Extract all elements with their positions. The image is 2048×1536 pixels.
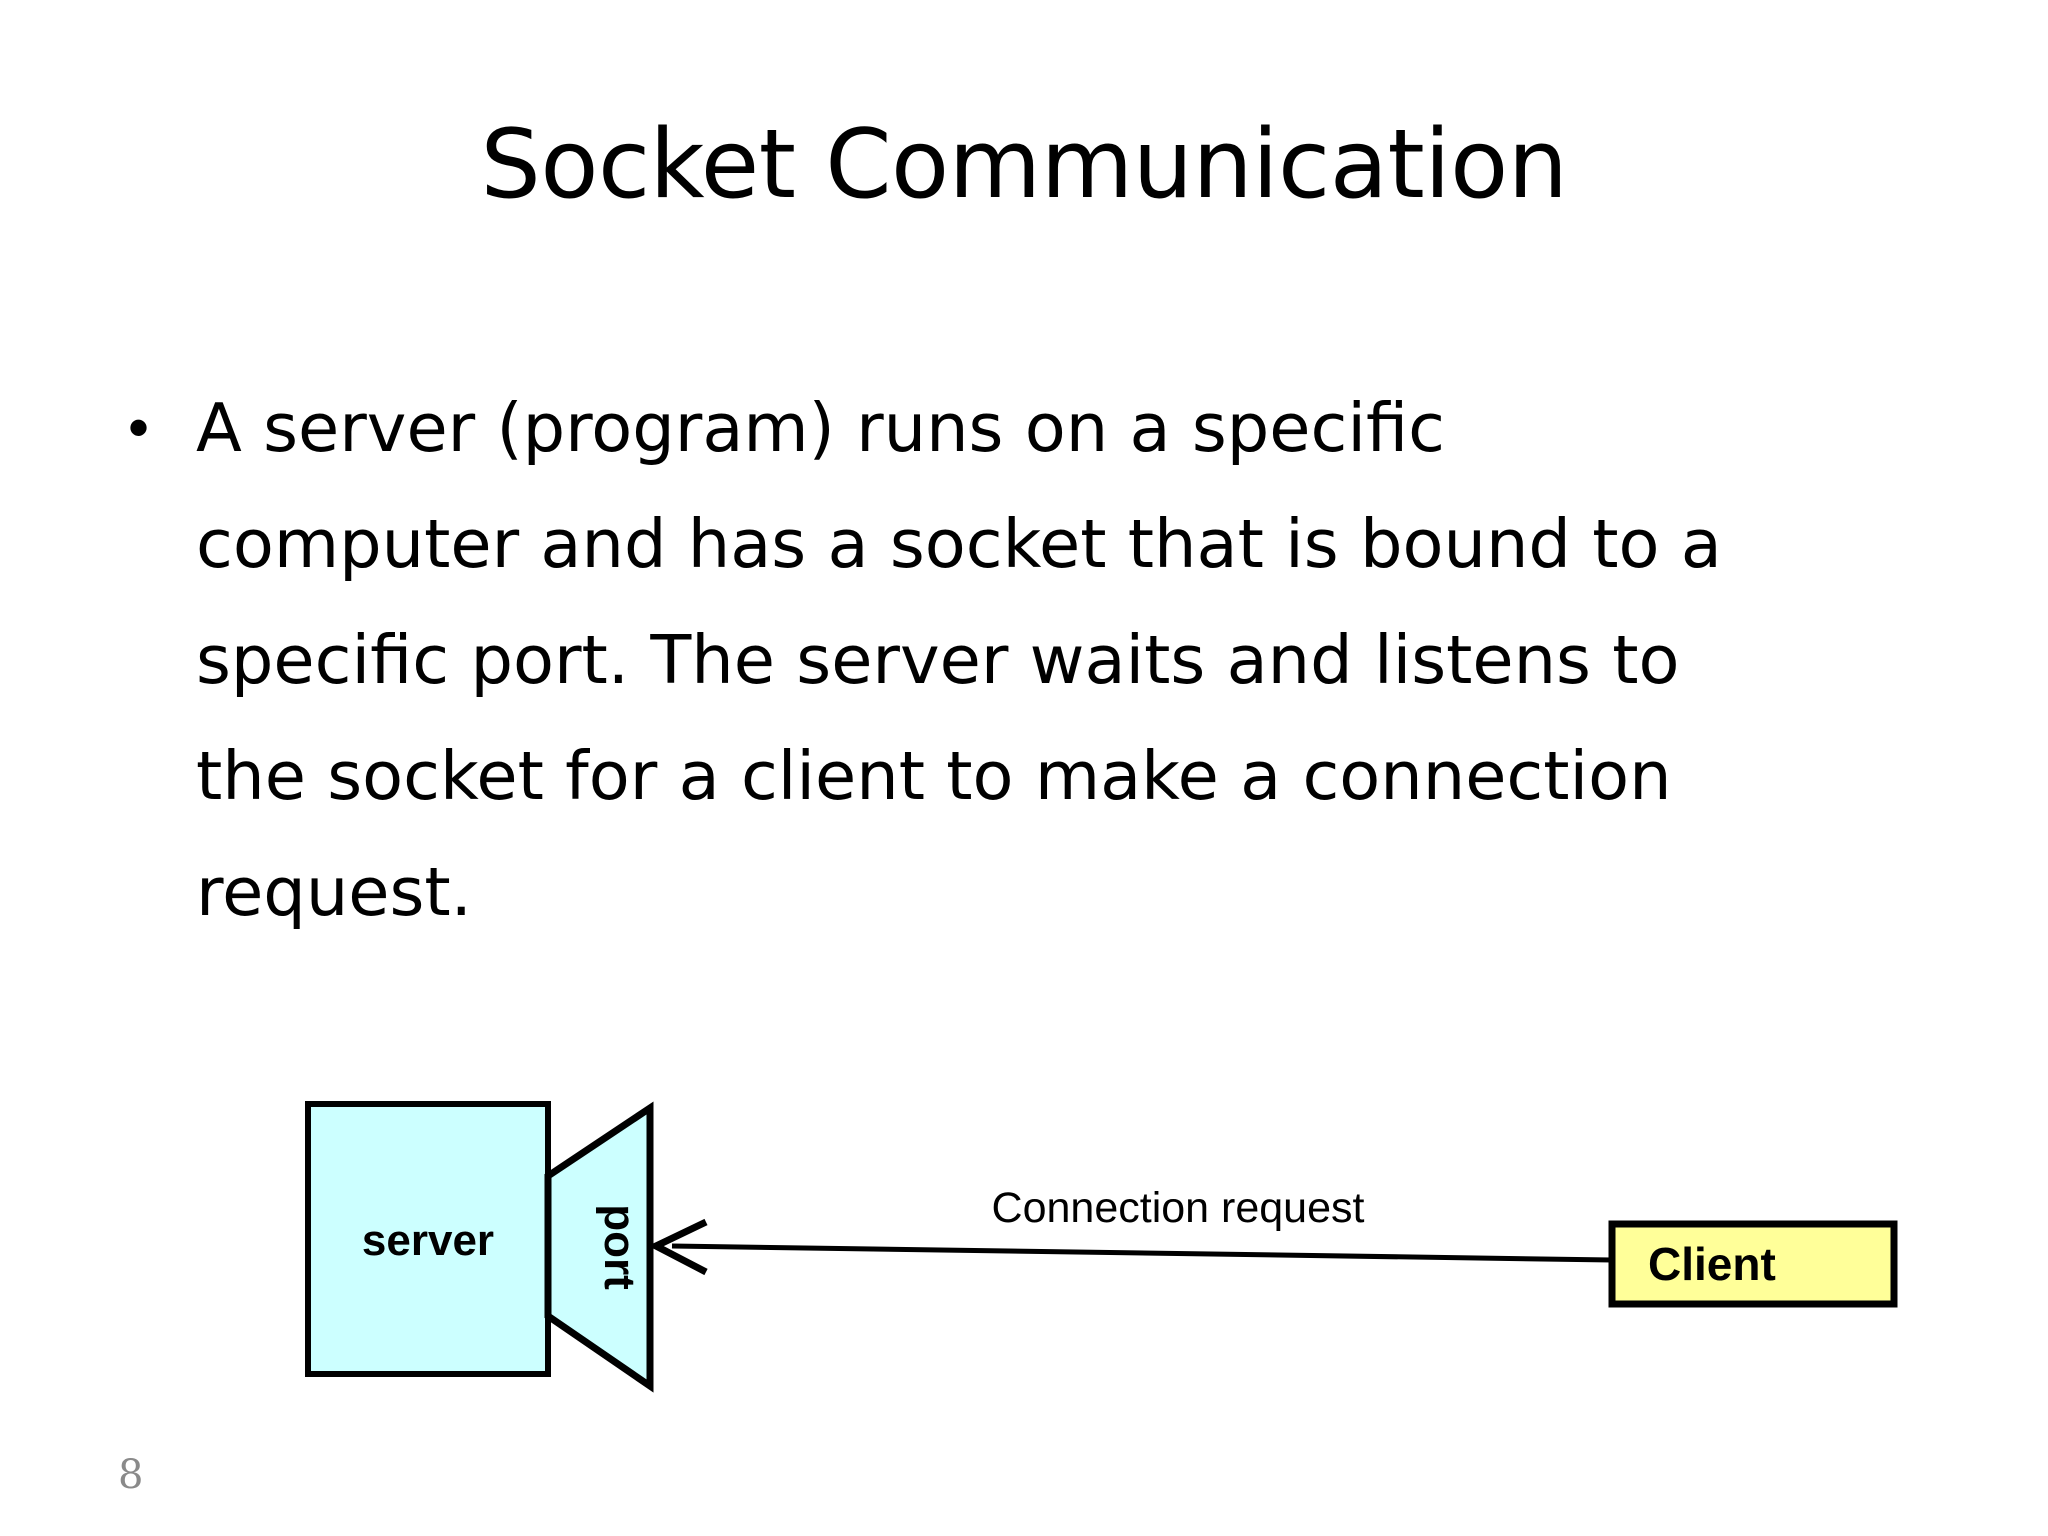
client-box — [1608, 1220, 1898, 1308]
connection-arrow-line — [671, 1243, 1613, 1263]
page-number: 8 — [118, 1452, 144, 1498]
bullet-line: the socket for a client to make a connec… — [196, 737, 1672, 815]
bullet-line: computer and has a socket that is bound … — [196, 505, 1722, 583]
port-shape — [544, 1101, 654, 1393]
server-box — [305, 1101, 551, 1377]
port-label: port — [595, 1204, 644, 1290]
arrow-head-icon — [648, 1218, 708, 1276]
body-content: • A server (program) runs on a specific … — [118, 370, 1928, 950]
page-title: Socket Communication — [480, 110, 1568, 220]
socket-diagram: server port Connection request Client — [0, 1060, 2048, 1460]
server-label: server — [362, 1216, 494, 1265]
list-item: • A server (program) runs on a specific … — [118, 370, 1928, 950]
bullet-text: A server (program) runs on a specific co… — [196, 370, 1928, 950]
bullet-glyph-icon: • — [128, 394, 150, 461]
bullet-line: A server (program) runs on a specific — [196, 389, 1446, 467]
bullet-line: specific port. The server waits and list… — [196, 621, 1680, 699]
client-label: Client — [1648, 1238, 1776, 1290]
connection-request-label: Connection request — [992, 1184, 1365, 1232]
bullet-line: request. — [196, 853, 472, 931]
